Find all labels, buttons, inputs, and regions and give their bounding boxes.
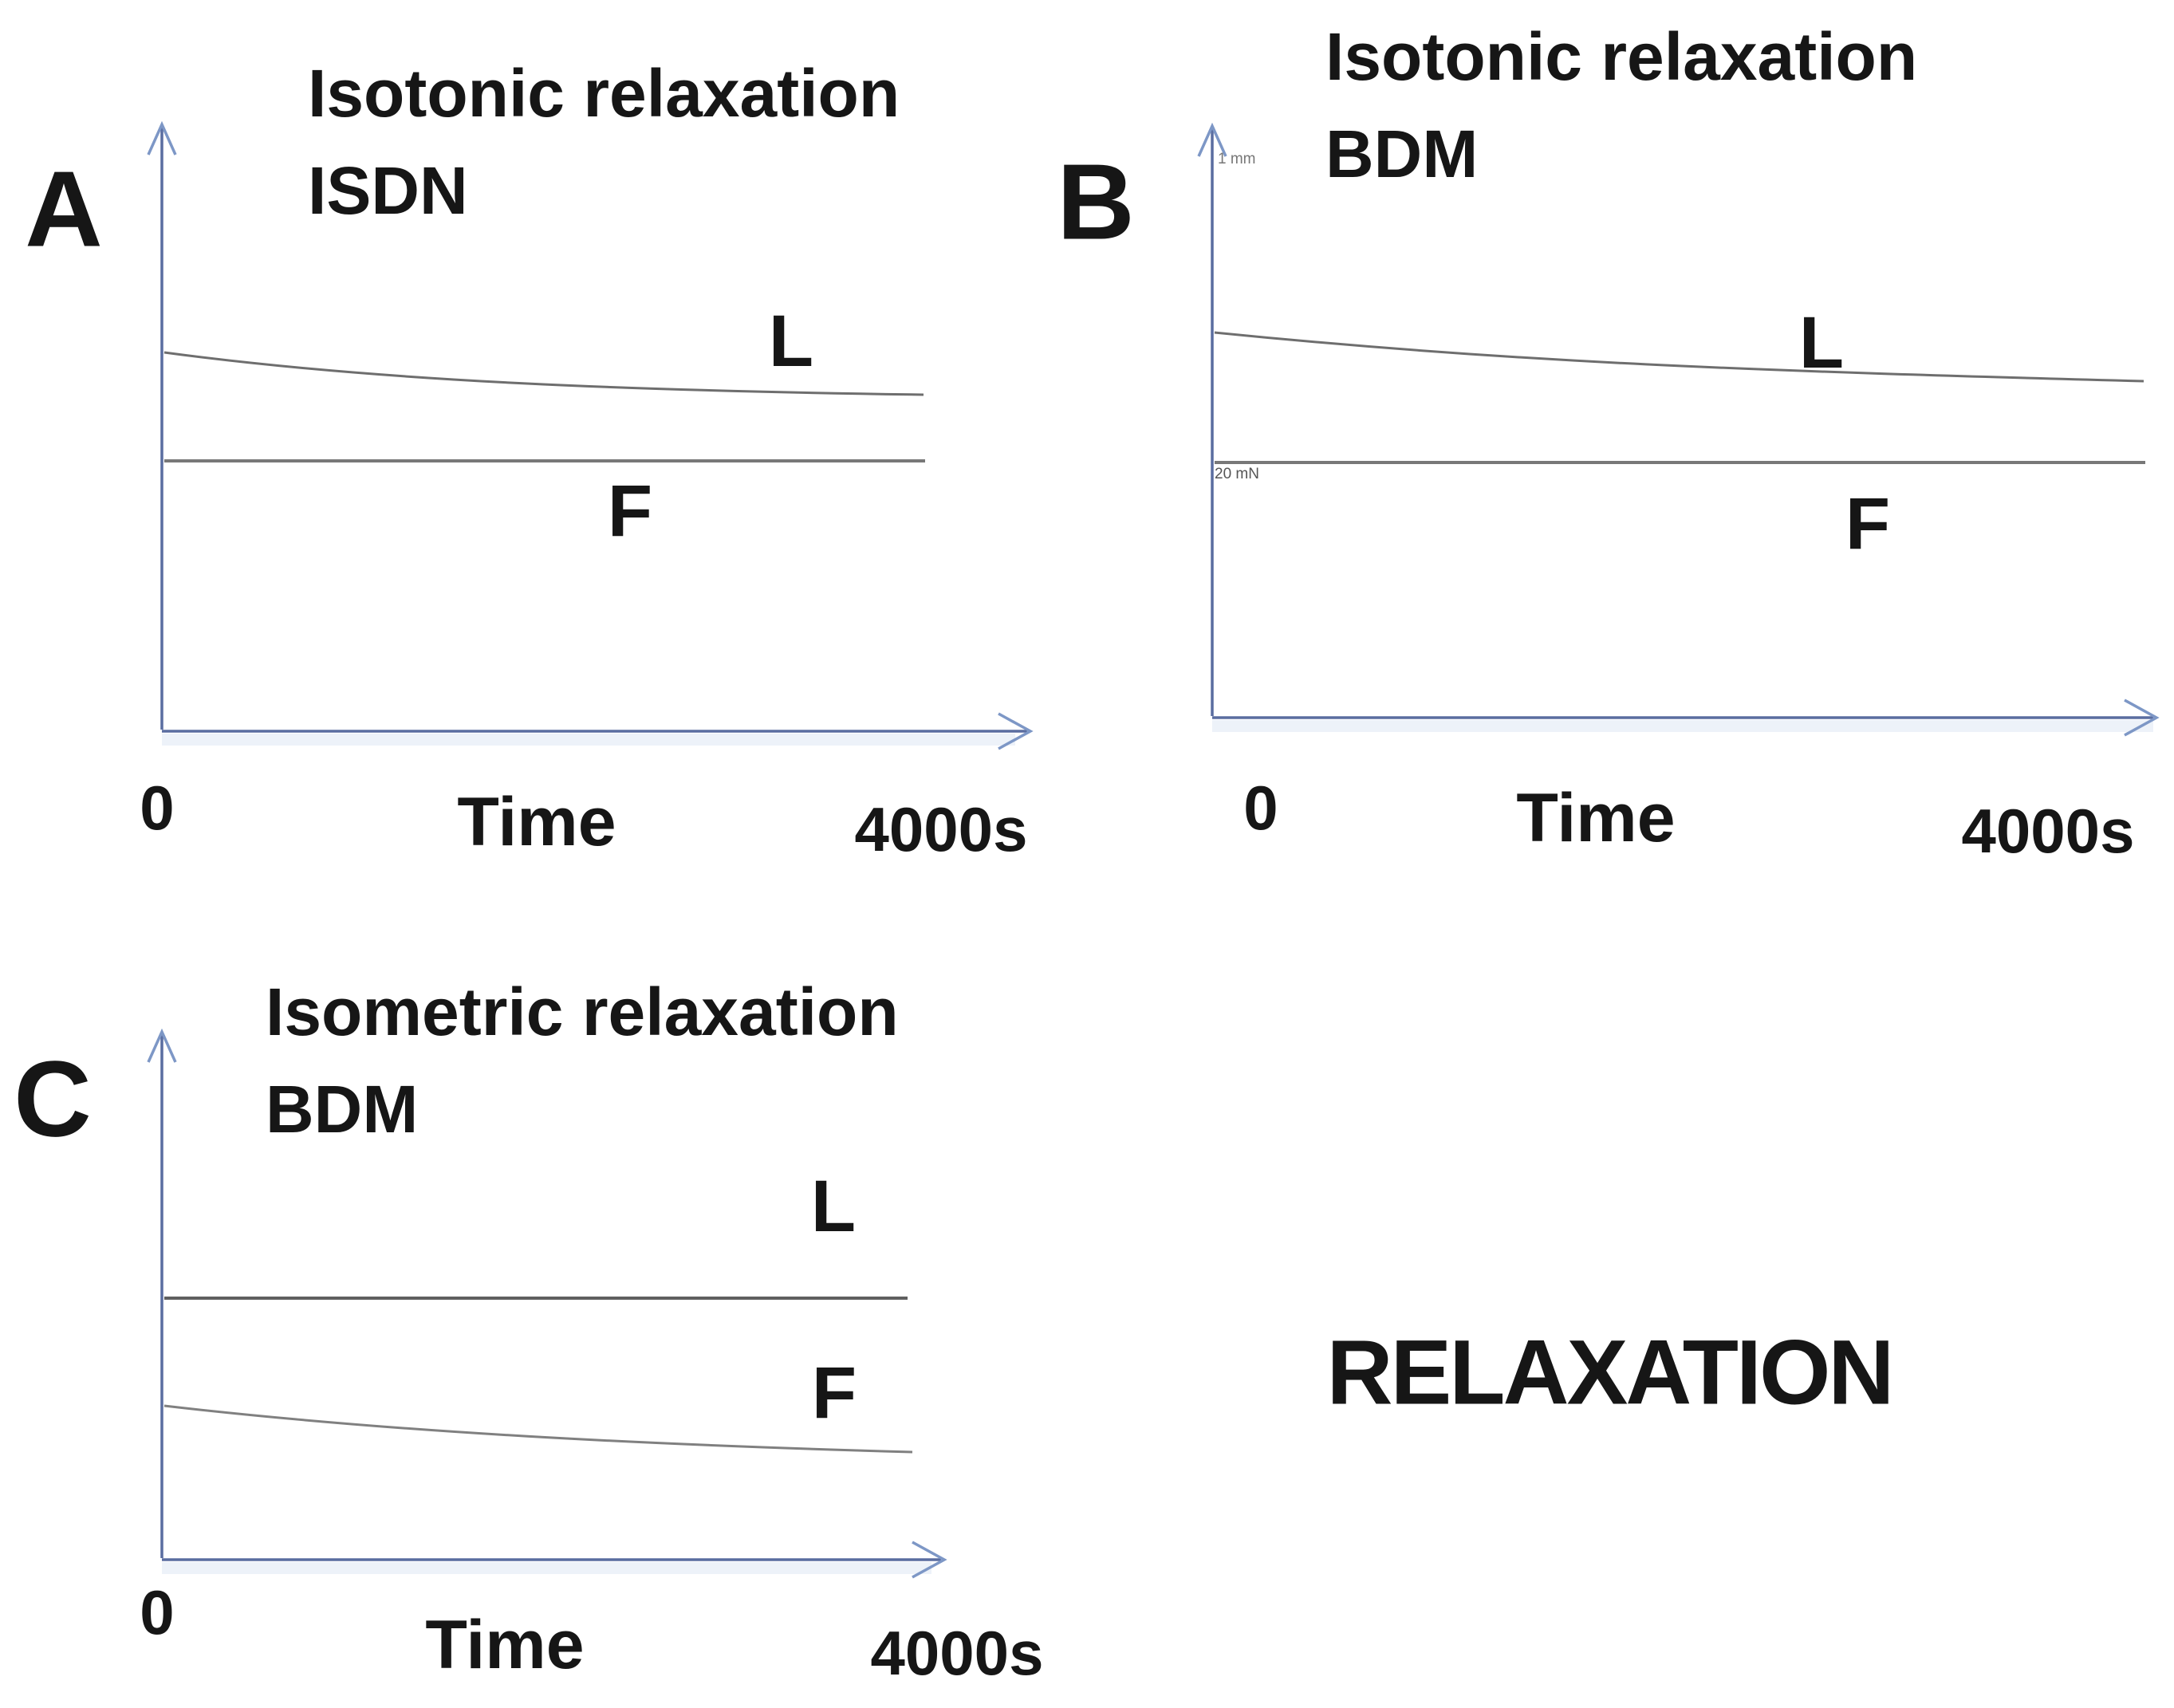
panel-b-title: Isotonic relaxation BDM <box>1325 9 1917 203</box>
panel-b-length-trace <box>1214 331 2144 383</box>
panel-a-length-trace-label: L <box>768 301 814 382</box>
panel-c-length-trace-label: L <box>810 1166 857 1247</box>
panel-b-letter: B <box>1057 141 1135 262</box>
panel-c-title: Isometric relaxation BDM <box>266 964 899 1159</box>
panel-a-axis-halo <box>162 734 1015 746</box>
panel-a-letter: A <box>25 148 103 270</box>
panel-a-x-axis-arrowhead-icon <box>998 712 1034 750</box>
relaxation-caption: RELAXATION <box>1326 1321 1895 1424</box>
panel-c-x-axis-title: Time <box>425 1607 585 1683</box>
panel-a-length-trace <box>163 351 924 396</box>
panel-a-x-origin-tick: 0 <box>140 773 175 843</box>
panel-b-force-scale-label: 20 mN <box>1215 466 1259 482</box>
panel-c-x-origin-tick: 0 <box>140 1577 175 1647</box>
panel-b-x-axis-title: Time <box>1516 780 1676 856</box>
panel-b-x-axis-arrowhead-icon <box>2124 699 2160 737</box>
panel-c-letter: C <box>14 1038 92 1159</box>
panel-b-title-line2: BDM <box>1325 116 1479 191</box>
panel-b-length-scale-label: 1 mm <box>1218 151 1256 167</box>
panel-c-y-axis-arrowhead-icon <box>147 1028 177 1063</box>
panel-a-force-trace-label: F <box>607 470 653 552</box>
panel-c-x-axis-arrowhead-icon <box>912 1541 947 1579</box>
panel-b-x-end-tick: 4000s <box>1961 796 2135 866</box>
panel-c-title-line1: Isometric relaxation <box>266 974 899 1049</box>
panel-a-title-line1: Isotonic relaxation <box>308 56 900 131</box>
panel-b-y-axis-arrowhead-icon <box>1197 122 1227 157</box>
panel-c-force-trace <box>163 1404 913 1454</box>
panel-b-force-trace-label: F <box>1845 483 1891 565</box>
panel-b-length-trace-label: L <box>1798 302 1845 384</box>
panel-a-x-axis-title: Time <box>457 784 616 860</box>
panel-a-title-line2: ISDN <box>308 152 468 228</box>
panel-a-title: Isotonic relaxation ISDN <box>308 45 900 240</box>
panel-b-title-line1: Isotonic relaxation <box>1325 19 1918 94</box>
panel-c-x-end-tick: 4000s <box>870 1618 1044 1688</box>
panel-c-axis-halo <box>162 1562 931 1574</box>
panel-a-y-axis-arrowhead-icon <box>147 120 177 155</box>
panel-a-x-end-tick: 4000s <box>854 794 1028 864</box>
panel-c-force-trace-label: F <box>811 1352 857 1434</box>
panel-b-x-origin-tick: 0 <box>1243 773 1278 843</box>
panel-b-axis-halo <box>1212 720 2153 732</box>
panel-c-title-line2: BDM <box>266 1071 419 1147</box>
